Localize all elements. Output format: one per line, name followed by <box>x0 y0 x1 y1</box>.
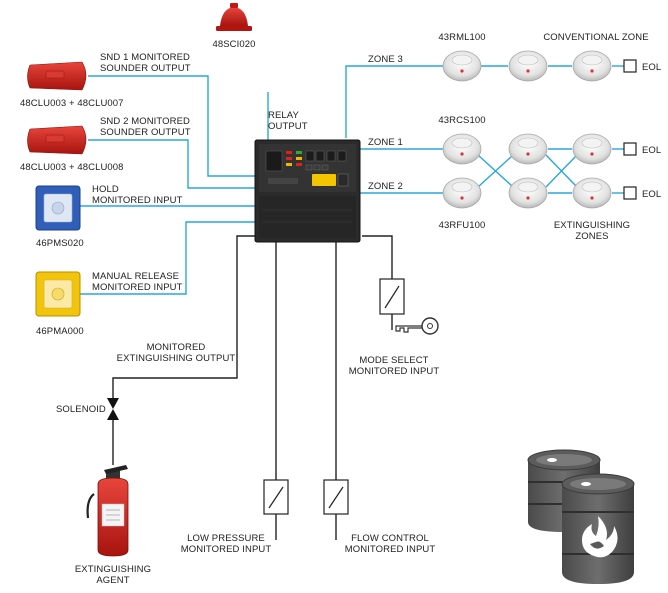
extinguishing-zones-label-1: EXTINGUISHING <box>554 220 630 231</box>
mode-select-label-2: MONITORED INPUT <box>349 366 440 377</box>
flow-control-switch <box>323 479 349 515</box>
detectors <box>442 50 612 209</box>
heat-detector <box>508 177 548 209</box>
manual-label-2: MONITORED INPUT <box>92 282 183 293</box>
black-wiring <box>112 235 393 540</box>
mode-select-label-1: MODE SELECT <box>359 355 428 366</box>
sounder-top-label: 48SCI020 <box>212 39 255 50</box>
detector-bottom-label: 43RFU100 <box>439 220 486 231</box>
wire-snd2 <box>88 139 256 189</box>
eol-label: EOL <box>642 62 661 73</box>
solenoid-label: SOLENOID <box>56 404 106 415</box>
relay-label-2: OUTPUT <box>268 121 308 132</box>
flow-control-label-2: MONITORED INPUT <box>345 544 436 555</box>
eol-label: EOL <box>642 145 661 156</box>
wire-extinguishing <box>112 235 256 398</box>
eol-box <box>623 186 637 200</box>
sounder2-label: 48CLU003 + 48CLU008 <box>20 162 124 173</box>
manual-label-1: MANUAL RELEASE <box>92 271 179 282</box>
heat-detector <box>572 177 612 209</box>
zone3-label: ZONE 3 <box>368 54 403 65</box>
mode-select-switch <box>379 278 405 315</box>
detector-top-label: 43RML100 <box>438 32 485 43</box>
heat-detector <box>442 177 482 209</box>
fire-extinguisher <box>86 465 129 557</box>
hold-label-1: HOLD <box>92 184 119 195</box>
smoke-detector <box>442 133 482 165</box>
wire-snd1 <box>88 75 256 177</box>
agent-label-2: AGENT <box>96 575 129 586</box>
eol-box <box>623 59 637 73</box>
sounder-beacon-top <box>216 3 252 31</box>
blue-wiring <box>80 65 624 295</box>
flow-control-label-1: FLOW CONTROL <box>351 533 429 544</box>
extinguishing-label-1: MONITORED <box>147 342 206 353</box>
snd1-label-1: SND 1 MONITORED <box>100 52 190 63</box>
eol-resistors <box>623 59 637 200</box>
panel-display <box>265 150 283 172</box>
solenoid-valve <box>107 398 119 420</box>
manual-release-button <box>35 271 81 317</box>
conventional-zone-label: CONVENTIONAL ZONE <box>543 32 648 43</box>
control-panel <box>254 139 361 243</box>
zone2-label: ZONE 2 <box>368 181 403 192</box>
low-pressure-switch <box>263 479 289 515</box>
smoke-detector <box>572 50 612 82</box>
wire-zone3 <box>345 65 444 138</box>
flame-icon <box>582 516 618 558</box>
low-pressure-label-1: LOW PRESSURE <box>187 533 265 544</box>
snd2-label-2: SOUNDER OUTPUT <box>100 127 191 138</box>
smoke-detector <box>442 50 482 82</box>
fuel-drums-icon <box>527 449 635 584</box>
extinguishing-zones-label-2: ZONES <box>575 231 608 242</box>
sounder1-label: 48CLU003 + 48CLU007 <box>20 98 124 109</box>
eol-box <box>623 142 637 156</box>
snd1-label-2: SOUNDER OUTPUT <box>100 63 191 74</box>
manual-release-label: 46PMA000 <box>36 326 84 337</box>
low-pressure-label-2: MONITORED INPUT <box>181 544 272 555</box>
relay-label-1: RELAY <box>268 110 300 121</box>
wire-mode-select <box>362 235 393 279</box>
smoke-detector <box>572 133 612 165</box>
sounder-2 <box>27 125 87 155</box>
agent-label-1: EXTINGUISHING <box>75 564 151 575</box>
key-icon <box>395 317 439 335</box>
hold-button-label: 46PMS020 <box>36 238 84 249</box>
smoke-detector <box>508 50 548 82</box>
snd2-label-1: SND 2 MONITORED <box>100 116 190 127</box>
wire-manual <box>80 221 256 295</box>
extinguishing-label-2: EXTINGUISHING OUTPUT <box>117 353 236 364</box>
hold-label-2: MONITORED INPUT <box>92 195 183 206</box>
eol-label: EOL <box>642 189 661 200</box>
zone1-label: ZONE 1 <box>368 137 403 148</box>
smoke-detector <box>508 133 548 165</box>
panel-yellow-button <box>312 174 336 186</box>
hold-button <box>35 185 81 231</box>
sounder-1 <box>27 61 87 91</box>
detector-mid-label: 43RCS100 <box>438 115 485 126</box>
